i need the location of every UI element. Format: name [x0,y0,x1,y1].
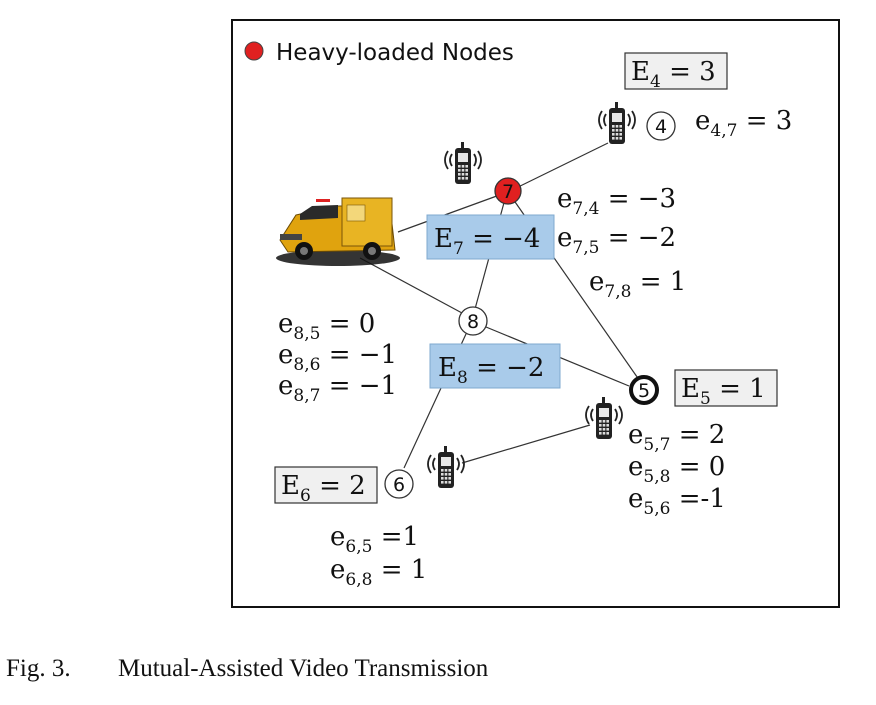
energy-box-E5: E5 = 1 [674,369,778,409]
node-8: 8 [458,306,488,336]
edge-value-e85: e8,5 = 0 [278,309,375,344]
figure-caption: Fig. 3. Mutual-Assisted Video Transmissio… [6,655,488,683]
svg-text:E8 = −2: E8 = −2 [438,353,544,388]
link-7-4 [509,142,609,192]
utility-truck-icon [276,197,400,266]
svg-text:E6 = 2: E6 = 2 [281,471,366,506]
node-4: 4 [646,111,676,141]
svg-text:E4 = 3: E4 = 3 [631,57,716,92]
link-6-5 [461,424,591,464]
svg-text:E7 = −4: E7 = −4 [434,224,540,259]
heavy-node-legend-dot [244,41,264,61]
link-truck-8 [359,257,463,314]
svg-text:5: 5 [638,380,650,402]
svg-text:4: 4 [655,116,667,138]
diagram-frame [231,19,840,608]
edge-value-e58: e5,8 = 0 [628,452,725,487]
edge-value-e78: e7,8 = 1 [589,267,686,302]
edge-value-e68: e6,8 = 1 [330,555,427,590]
edge-value-e56: e5,6 =-1 [628,484,726,519]
figure-number: Fig. 3. [6,655,71,682]
energy-box-E8: E8 = −2 [429,343,561,389]
node-5: 5 [629,375,659,405]
edge-value-e57: e5,7 = 2 [628,420,725,455]
svg-text:7: 7 [502,181,514,203]
svg-text:6: 6 [393,474,405,496]
energy-box-E4: E4 = 3 [624,52,728,92]
legend-label: Heavy-loaded Nodes [276,40,514,66]
node-7: 7 [494,177,522,205]
svg-text:E5 = 1: E5 = 1 [681,374,766,409]
edge-value-e47: e4,7 = 3 [695,106,792,141]
edge-value-e65: e6,5 =1 [330,522,419,557]
figure-title: Mutual-Assisted Video Transmission [118,655,489,682]
link-7-truck [397,192,506,233]
svg-text:8: 8 [467,311,479,333]
energy-box-E7: E7 = −4 [426,214,555,260]
energy-box-E6: E6 = 2 [274,466,378,506]
node-6: 6 [384,469,414,499]
